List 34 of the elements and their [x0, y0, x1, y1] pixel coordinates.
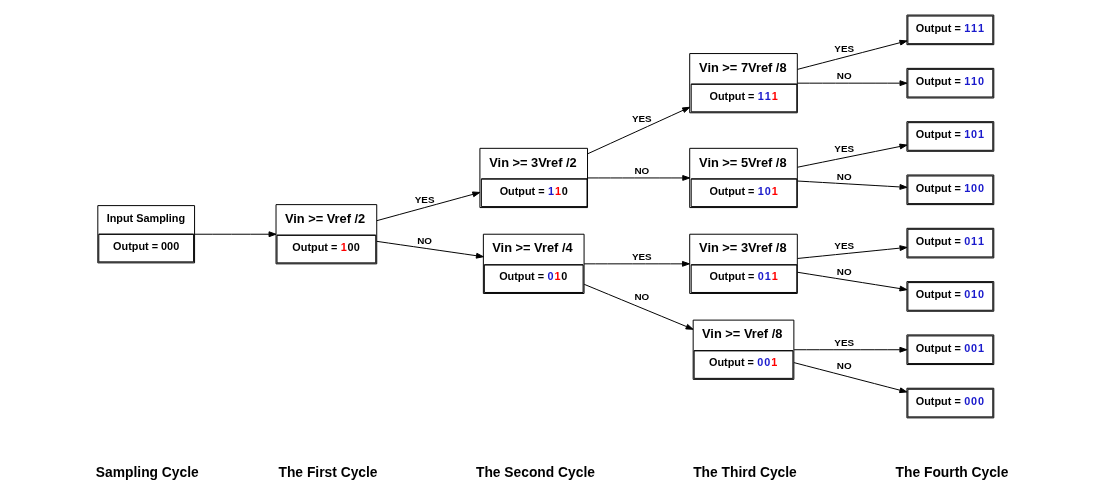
edge-label: YES — [833, 42, 854, 54]
arrow — [796, 143, 907, 168]
edge-label: NO — [836, 265, 852, 277]
edge-label: YES — [833, 143, 854, 155]
arrow — [796, 180, 907, 190]
edge-label: NO — [633, 291, 649, 303]
edge-label: NO — [836, 70, 852, 82]
label: The Fourth Cycle — [895, 463, 1008, 480]
edge-label: YES — [414, 193, 434, 205]
arrow — [583, 283, 694, 330]
arrow — [796, 245, 907, 259]
label: The Third Cycle — [692, 463, 797, 480]
label: The First Cycle — [278, 463, 378, 480]
edge-label: YES — [833, 336, 854, 348]
label: Sampling Cycle — [95, 463, 199, 480]
label: The Second Cycle — [475, 463, 595, 480]
edge-label: YES — [631, 250, 652, 262]
arrow — [375, 240, 484, 259]
edge-label: NO — [633, 165, 649, 176]
arrow — [583, 260, 690, 267]
arrow — [793, 362, 907, 394]
arrow — [796, 80, 907, 87]
arrow — [586, 106, 690, 155]
arrow — [375, 191, 480, 222]
arrow — [796, 39, 907, 70]
edge-label: NO — [836, 360, 852, 372]
edge-label: YES — [631, 112, 652, 124]
arrow — [586, 175, 690, 181]
arrow — [796, 271, 907, 292]
arrow — [793, 346, 907, 353]
edge-label: NO — [836, 170, 852, 182]
edge-label: YES — [833, 240, 854, 252]
arrow — [193, 231, 276, 238]
edge-label: NO — [416, 235, 432, 247]
